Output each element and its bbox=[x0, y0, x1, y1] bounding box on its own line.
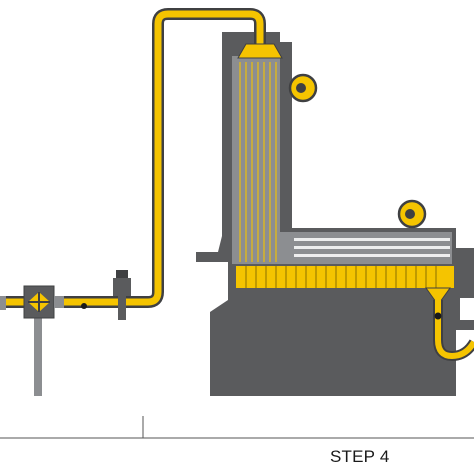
pipe-marker bbox=[81, 303, 87, 309]
step-label: STEP 4 bbox=[330, 447, 390, 466]
machine-body bbox=[196, 32, 474, 396]
horizontal-bars bbox=[294, 238, 450, 257]
valve-icon bbox=[0, 285, 64, 396]
band-segments bbox=[245, 266, 437, 288]
drain-funnel bbox=[425, 287, 474, 362]
side-panel bbox=[460, 302, 474, 320]
regulator-icon bbox=[113, 270, 131, 320]
gauge-icon bbox=[397, 199, 427, 229]
spray-nozzle-icon bbox=[237, 43, 283, 59]
baseline bbox=[0, 416, 474, 439]
lower-yellow-band bbox=[236, 266, 454, 288]
gauge-icon bbox=[288, 73, 318, 103]
supply-pipe-core bbox=[0, 10, 264, 306]
column-panel bbox=[232, 56, 280, 234]
column-spray-lines bbox=[239, 62, 277, 262]
